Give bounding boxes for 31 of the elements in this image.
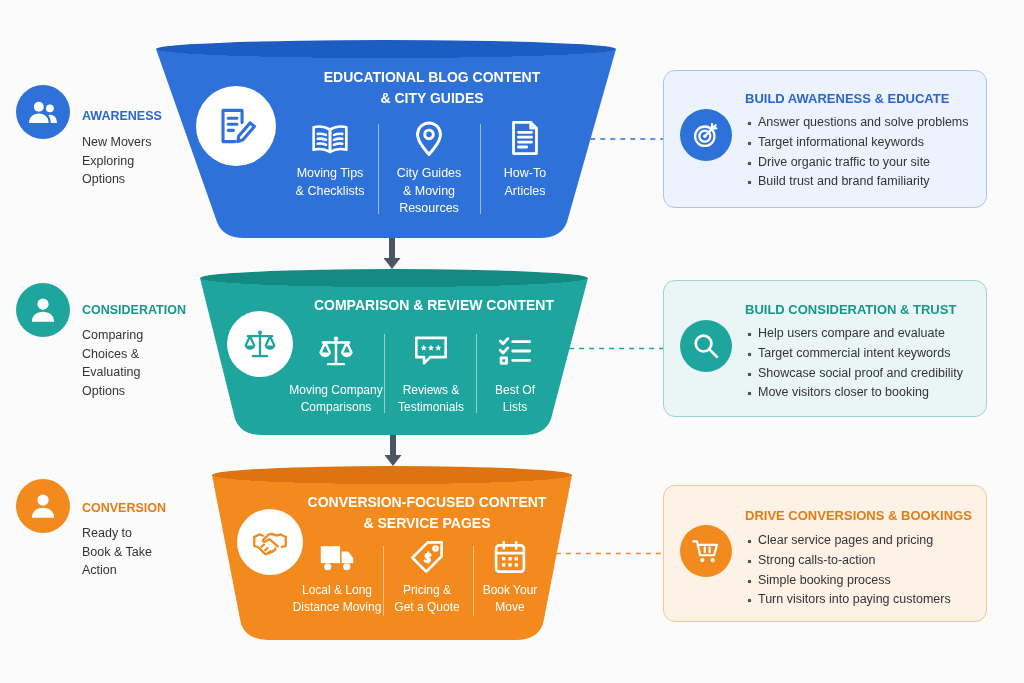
- dashed-connector: [589, 138, 664, 140]
- arrow: [383, 238, 401, 269]
- stage-description: Ready to Book & Take Action: [82, 525, 153, 579]
- content-type-label: Reviews & Testimonials: [397, 382, 465, 415]
- funnel-stage: [200, 269, 588, 435]
- stage-heading: CONVERSION-FOCUSED CONTENT & SERVICE PAGES: [306, 493, 548, 533]
- content-type-label: Pricing & Get a Quote: [393, 582, 461, 615]
- card-heading: BUILD AWARENESS & EDUCATE: [745, 90, 950, 108]
- stage-description: Comparing Choices & Evaluating Options: [82, 327, 145, 400]
- content-type-label: Local & Long Distance Moving: [291, 582, 383, 615]
- content-type-label: City Guides & Moving Resources: [395, 165, 463, 217]
- content-type-label: Book Your Move: [481, 582, 539, 615]
- info-card: [663, 70, 987, 208]
- stage-heading: EDUCATIONAL BLOG CONTENT & CITY GUIDES: [322, 68, 542, 108]
- stage-name: CONVERSION: [82, 500, 167, 517]
- stage-heading: COMPARISON & REVIEW CONTENT: [312, 296, 556, 315]
- funnel-stage: [212, 466, 572, 640]
- content-type-label: How-To Articles: [502, 165, 548, 200]
- content-type-label: Moving Tips & Checklists: [294, 165, 366, 200]
- card-heading: BUILD CONSIDERATION & TRUST: [745, 301, 957, 319]
- content-type-label: Moving Company Comparisons: [288, 382, 384, 415]
- info-card: [663, 485, 987, 622]
- info-card: [663, 280, 987, 417]
- dashed-connector: [555, 552, 664, 555]
- content-type-label: Best Of Lists: [494, 382, 536, 415]
- stage-description: New Movers Exploring Options: [82, 134, 153, 188]
- card-heading: DRIVE CONVERSIONS & BOOKINGS: [745, 507, 972, 525]
- arrow: [384, 435, 402, 466]
- stage-name: CONSIDERATION: [82, 302, 186, 319]
- stage-name: AWARENESS: [82, 108, 162, 125]
- dashed-connector: [568, 347, 664, 350]
